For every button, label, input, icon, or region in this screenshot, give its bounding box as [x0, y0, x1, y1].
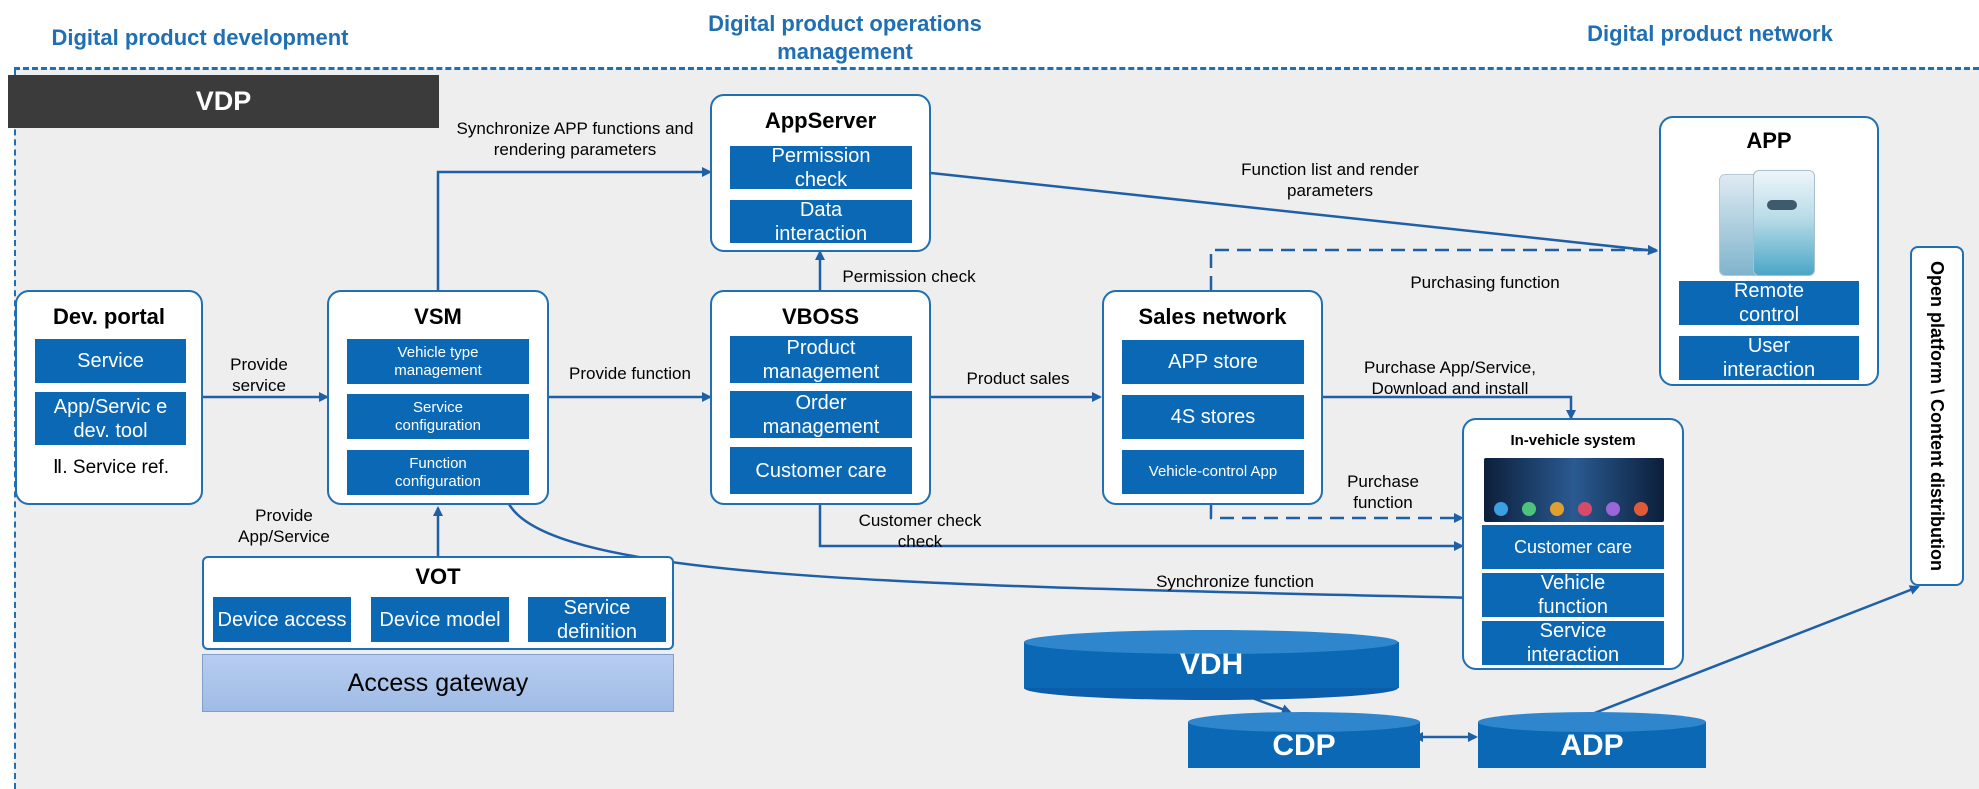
access-gateway: Access gateway	[202, 654, 674, 712]
header-operations: Digital product operations management	[708, 11, 982, 64]
app-screenshot-image	[1719, 170, 1821, 278]
service-interaction-block: Service interaction	[1482, 621, 1664, 665]
service-ref-label: Ⅱ. Service ref.	[53, 457, 169, 478]
label-permission-check: Permission check	[842, 267, 976, 286]
arrow-sales-app	[1209, 245, 1658, 290]
arrow-vsm-appserver	[436, 167, 712, 290]
vot-box: VOT Device access Device model Service d…	[202, 556, 674, 650]
adp-label: ADP	[1560, 729, 1624, 762]
vboss-box: VBOSS Product management Order managemen…	[710, 290, 931, 505]
permission-check-block: Permission check	[730, 146, 912, 189]
user-interaction-block: User interaction	[1679, 336, 1859, 380]
product-management-block: Product management	[730, 336, 912, 383]
label-provide-function: Provide function	[569, 364, 691, 383]
label-function-list: Function list and render parameters	[1241, 160, 1419, 200]
label-sync-app: Synchronize APP functions and rendering …	[456, 119, 694, 159]
app-title: APP	[1746, 128, 1792, 153]
vot-item-service-definition: Service definition	[528, 597, 666, 642]
vsm-item-function-config: Function configuration	[347, 450, 529, 495]
label-product-sales: Product sales	[966, 369, 1070, 388]
dev-portal-box: Dev. portal Service App/Servic e dev. to…	[15, 290, 203, 505]
vehicle-function-block: Vehicle function	[1482, 573, 1664, 617]
app-store-block: APP store	[1122, 340, 1304, 384]
label-provide-service: Provide service	[230, 355, 288, 395]
invehicle-customer-care-block: Customer care	[1482, 525, 1664, 569]
remote-control-block: Remote control	[1679, 281, 1859, 325]
label-purchasing-function: Purchasing function	[1410, 273, 1560, 292]
appserver-title: AppServer	[764, 108, 877, 133]
vsm-item-vehicle-type: Vehicle type management	[347, 339, 529, 384]
connector-layer	[203, 167, 1920, 742]
vot-title: VOT	[415, 564, 461, 589]
sales-network-title: Sales network	[1138, 304, 1287, 329]
vot-item-device-access: Device access	[213, 597, 351, 642]
vdh-database: VDH	[1024, 630, 1399, 700]
dashboard-image	[1484, 458, 1664, 522]
app-box: APP Remote control User interaction	[1659, 116, 1879, 386]
open-platform-label: Open platform \ Content distribution	[1927, 261, 1947, 571]
arrow-customer-check	[818, 505, 1464, 551]
data-interaction-block: Data interaction	[730, 200, 912, 243]
label-sync-function: Synchronize function	[1156, 572, 1314, 591]
open-platform-box: Open platform \ Content distribution	[1910, 246, 1964, 586]
in-vehicle-system-title: In-vehicle system	[1510, 432, 1636, 449]
arrow-sync-function	[505, 499, 1481, 600]
4s-stores-block: 4S stores	[1122, 395, 1304, 439]
sales-network-box: Sales network APP store 4S stores Vehicl…	[1102, 290, 1323, 505]
header-development: Digital product development	[51, 25, 349, 50]
dev-tool-block: App/Servic e dev. tool	[35, 392, 186, 445]
in-vehicle-system-box: In-vehicle system Customer care Vehicle …	[1462, 418, 1684, 670]
label-purchase-function: Purchase function	[1347, 472, 1419, 512]
cdp-database: CDP	[1188, 712, 1420, 768]
vsm-item-service-config: Service configuration	[347, 394, 529, 439]
arrow-adp-open	[1591, 585, 1920, 716]
label-customer-check: Customer check check	[858, 511, 982, 551]
vdp-banner: VDP	[8, 75, 439, 128]
arrow-purchase-function	[1209, 505, 1464, 523]
label-provide-app-service: Provide App/Service	[238, 506, 330, 546]
cdp-label: CDP	[1272, 729, 1336, 762]
vsm-title: VSM	[414, 304, 462, 329]
adp-database: ADP	[1478, 712, 1706, 768]
header-network: Digital product network	[1587, 21, 1833, 46]
customer-care-block: Customer care	[730, 447, 912, 494]
vot-item-device-model: Device model	[371, 597, 509, 642]
service-block: Service	[35, 339, 186, 383]
arrow-appserver-app	[930, 171, 1658, 256]
vdh-label: VDH	[1179, 648, 1244, 681]
arrow-sales-invehicle	[1323, 395, 1576, 420]
order-management-block: Order management	[730, 391, 912, 438]
dev-portal-title: Dev. portal	[52, 304, 166, 329]
label-purchase-app: Purchase App/Service, Download and insta…	[1364, 358, 1536, 398]
appserver-box: AppServer Permission check Data interact…	[710, 94, 931, 252]
vsm-box: VSM Vehicle type management Service conf…	[327, 290, 549, 505]
divider-line	[14, 67, 1979, 70]
vehicle-control-app-block: Vehicle-control App	[1122, 450, 1304, 494]
vboss-title: VBOSS	[781, 304, 860, 329]
